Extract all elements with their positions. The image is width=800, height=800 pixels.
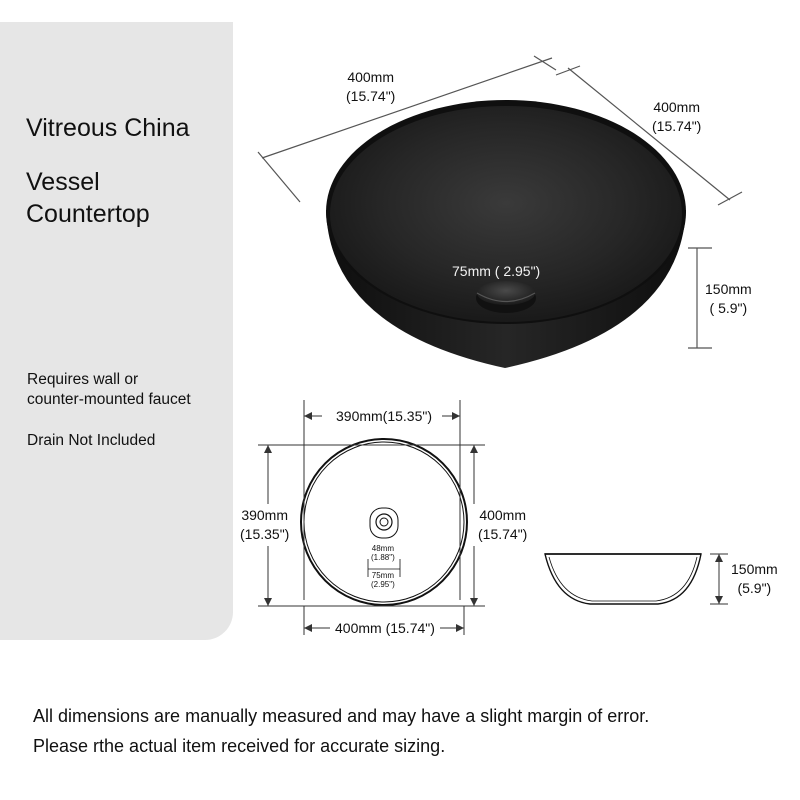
photo-width-left-mm: 400mm <box>347 69 394 85</box>
bowl-photo <box>326 100 686 368</box>
side-view-drawing <box>544 553 702 605</box>
drain-outer-label: 75mm (2.95") <box>371 571 395 589</box>
inner-height-mm: 390mm <box>241 507 288 523</box>
photo-width-right-in: (15.74") <box>652 118 702 134</box>
drain-outer-mm: 75mm <box>371 571 394 580</box>
photo-width-right-label: 400mm (15.74") <box>652 98 701 136</box>
photo-width-right-mm: 400mm <box>653 99 700 115</box>
photo-width-left-in: (15.74") <box>346 88 396 104</box>
outer-height-in: (15.74") <box>478 526 528 542</box>
disclaimer-line2: Please rthe actual item received for acc… <box>33 736 446 756</box>
drain-inner-mm: 48mm <box>371 544 394 553</box>
disclaimer-line1: All dimensions are manually measured and… <box>33 706 650 726</box>
faucet-note-line2: counter-mounted faucet <box>27 391 191 408</box>
material-title: Vitreous China <box>26 114 190 142</box>
top-view-arrowheads <box>264 412 478 632</box>
side-height-mm: 150mm <box>731 561 778 577</box>
side-view-arrowheads <box>715 554 723 604</box>
drain-note: Drain Not Included <box>27 432 156 449</box>
type-title: Vessel Countertop <box>26 166 150 230</box>
inner-width-label: 390mm(15.35") <box>334 407 435 426</box>
photo-height-in: ( 5.9") <box>709 300 748 316</box>
drain-inner-label: 48mm (1.88") <box>371 544 395 562</box>
photo-width-left-label: 400mm (15.74") <box>346 68 395 106</box>
side-height-label: 150mm (5.9") <box>731 560 778 598</box>
outer-height-label: 400mm (15.74") <box>478 506 528 544</box>
top-view-drawing <box>300 438 468 606</box>
side-height-in: (5.9") <box>737 580 772 596</box>
faucet-note: Requires wall or counter-mounted faucet <box>27 370 191 410</box>
type-title-line1: Vessel <box>26 168 100 196</box>
inner-height-in: (15.35") <box>240 526 290 542</box>
photo-dimension-lines <box>257 55 743 349</box>
drain-inner-in: (1.88") <box>371 553 395 562</box>
photo-drain-label: 75mm ( 2.95") <box>452 263 541 279</box>
inner-height-label: 390mm (15.35") <box>240 506 290 544</box>
top-view-dimension-lines <box>258 400 485 635</box>
photo-height-label: 150mm ( 5.9") <box>705 280 752 318</box>
outer-height-mm: 400mm <box>479 507 526 523</box>
faucet-note-line1: Requires wall or <box>27 371 139 388</box>
type-title-line2: Countertop <box>26 200 150 228</box>
drain-outer-in: (2.95") <box>371 580 395 589</box>
photo-height-mm: 150mm <box>705 281 752 297</box>
outer-width-label: 400mm (15.74") <box>333 619 437 638</box>
info-panel <box>0 22 233 640</box>
